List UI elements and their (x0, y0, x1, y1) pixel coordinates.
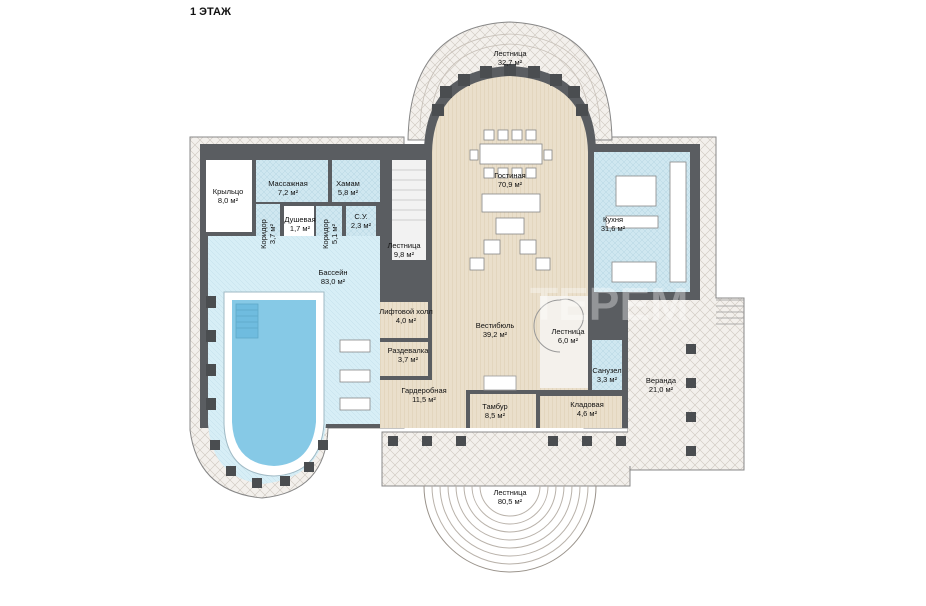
room-area: 9,8 м² (393, 250, 415, 259)
stair-top-arcs (419, 33, 601, 129)
veranda-stair (716, 299, 744, 325)
floor-veranda (628, 300, 740, 466)
room-area: 39,2 м² (482, 330, 508, 339)
room-area: 32,7 м² (497, 58, 523, 67)
room-name: Лестница (387, 241, 421, 250)
pool-water (232, 300, 316, 466)
room-area: 31,6 м² (600, 224, 626, 233)
room-area: 70,9 м² (497, 180, 523, 189)
room-name: Гостиная (494, 171, 526, 180)
room-area: 83,0 м² (320, 277, 346, 286)
room-area: 8,5 м² (484, 411, 506, 420)
floor-hamam (332, 160, 380, 202)
room-name: Вестибюль (475, 321, 515, 330)
furniture-living (469, 129, 553, 271)
floor-porch (206, 160, 252, 232)
room-name: Раздевалка (387, 346, 429, 355)
terrace-bottom (381, 431, 631, 487)
floor-living (432, 76, 588, 270)
room-area: 4,0 м² (395, 316, 417, 325)
room-area: 3,3 м² (596, 375, 618, 384)
room-name: Лестница (551, 327, 585, 336)
floor-wc-small (346, 206, 376, 236)
watermark: ТЕРЕМ (530, 278, 688, 330)
room-name: Лестница (493, 49, 527, 58)
floor-stair-spiral (540, 296, 588, 388)
room-name: Кухня (602, 215, 624, 224)
columns (206, 64, 696, 488)
room-name: Хамам (336, 179, 360, 188)
floor-massage (256, 160, 328, 202)
floor-wardrobe (380, 380, 466, 428)
floor-title: 1 ЭТАЖ (190, 6, 231, 18)
furniture-lobby (483, 375, 517, 391)
room-area: 21,0 м² (648, 385, 674, 394)
furniture-kitchen (605, 161, 687, 283)
room-name: Лифтовой холл (379, 307, 433, 316)
floor-tambur (470, 394, 536, 428)
room-area: 11,5 м² (412, 395, 436, 404)
room-name: Санузел (592, 366, 622, 375)
room-name: Лестница (493, 488, 527, 497)
stair-bottom-arcs (423, 485, 597, 573)
room-name: Веранда (645, 376, 677, 385)
room-name: Крыльцо (212, 187, 244, 196)
floor-razdevalka (380, 342, 428, 376)
room-area: 3,7 м² (268, 223, 277, 245)
room-area: 80,5 м² (497, 497, 523, 506)
room-name: Тамбур (482, 402, 508, 411)
floor-bathroom (592, 340, 622, 390)
room-area: 5,1 м² (330, 223, 339, 245)
room-name: Коридор (259, 219, 268, 249)
room-name: Коридор (321, 219, 330, 249)
room-name: Массажная (268, 179, 308, 188)
room-area: 7,2 м² (277, 188, 299, 197)
spiral-stair (533, 298, 584, 353)
room-area: 1,7 м² (289, 224, 311, 233)
room-label-wc-small: С.У.2,3 м² (351, 212, 371, 230)
room-name: Бассейн (318, 268, 348, 277)
floor-lift (380, 302, 428, 338)
room-area: 4,6 м² (576, 409, 598, 418)
room-area: 2,3 м² (350, 221, 372, 230)
room-name: С.У. (354, 212, 368, 221)
room-area: 5,8 м² (337, 188, 359, 197)
room-area: 3,7 м² (397, 355, 419, 364)
room-area: 6,0 м² (557, 336, 579, 345)
room-name: Кладовая (570, 400, 604, 409)
floor-pantry (540, 396, 622, 428)
loungers (339, 339, 371, 411)
room-area: 8,0 м² (217, 196, 239, 205)
room-name: Душевая (284, 215, 316, 224)
room-name: Гардеробная (401, 386, 447, 395)
pool-steps (235, 303, 259, 339)
